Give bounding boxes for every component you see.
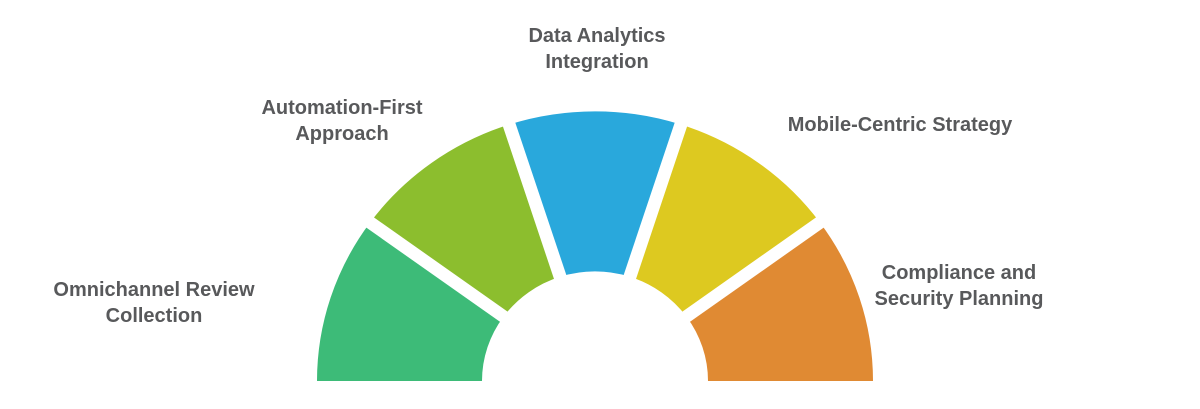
segment-gap-3 [616,109,692,302]
segment-gap-4 [662,209,836,336]
segment-label-omnichannel-review-collection: Omnichannel Review Collection [53,279,255,327]
segment-gap-2 [498,109,574,302]
segment-label-compliance-and-security-planning: Compliance and Security Planning [874,262,1044,310]
fan-segment-omnichannel-review-collection [317,222,504,381]
fan-segment-compliance-and-security-planning [686,222,873,381]
fan-segment-mobile-centric-strategy [629,124,820,317]
segment-label-mobile-centric-strategy: Mobile-Centric Strategy [787,114,1013,136]
segment-label-data-analytics-integration: Data Analytics Integration [528,25,666,73]
segment-gap-1 [354,209,528,336]
segment-label-automation-first-approach: Automation-First Approach [261,97,423,145]
fan-segment-automation-first-approach [370,124,561,317]
